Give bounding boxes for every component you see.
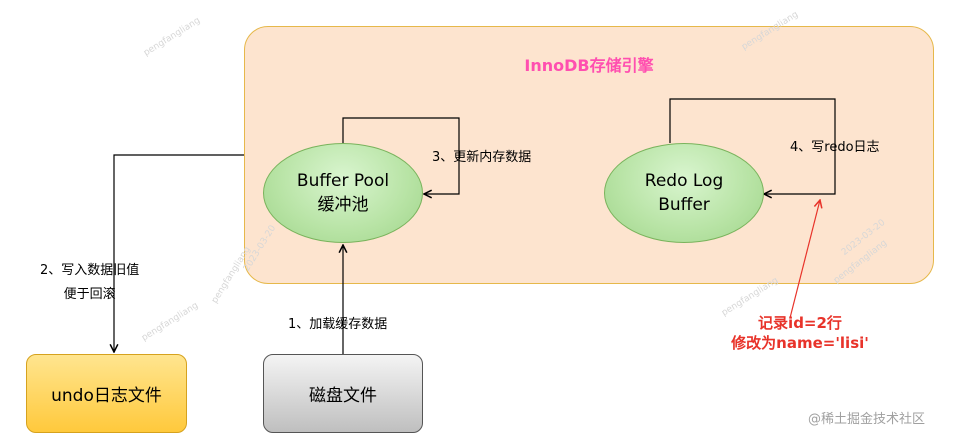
change-note: 记录id=2行 修改为name='lisi' [700,313,900,353]
step-undo-line2: 便于回滚 [63,287,116,302]
buffer-pool-sublabel: 缓冲池 [317,195,369,215]
change-note-line1: 记录id=2行 [758,314,842,332]
note-arrow [789,200,820,319]
change-note-line2: 修改为name='lisi' [731,334,869,352]
step-redo-label: 4、写redo日志 [790,140,880,155]
step-update-label: 3、更新内存数据 [432,150,532,165]
footer-watermark: @稀土掘金技术社区 [808,412,926,427]
buffer-pool-node: Buffer Pool 缓冲池 [263,143,423,243]
disk-file-node: 磁盘文件 [263,354,423,433]
engine-title: InnoDB存储引擎 [524,56,654,75]
undo-arrow [114,154,244,352]
disk-box-label: 磁盘文件 [309,386,377,406]
undo-box-label: undo日志文件 [51,386,162,406]
redo-buffer-label: Redo Log [644,171,724,191]
update-loop-arrow [342,117,460,194]
buffer-pool-label: Buffer Pool [296,171,390,191]
undo-log-file-node: undo日志文件 [26,354,187,433]
step-undo-line1: 2、写入数据旧值 [40,263,140,278]
step-undo-label: 2、写入数据旧值 便于回滚 [40,259,139,307]
step-load-label: 1、加载缓存数据 [288,317,388,332]
redo-buffer-sublabel: Buffer [658,195,710,215]
redo-log-buffer-node: Redo Log Buffer [604,143,764,243]
redo-loop-arrow [669,98,836,194]
